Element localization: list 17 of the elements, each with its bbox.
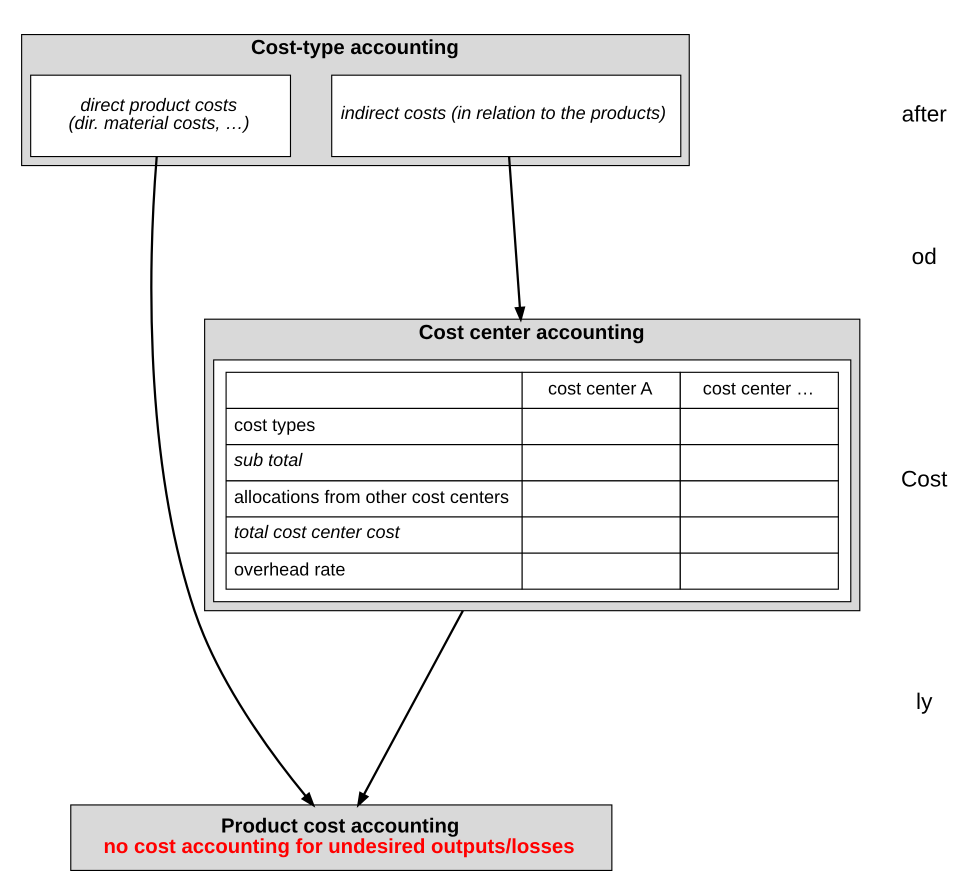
- label: after: [902, 101, 947, 126]
- label: ly: [916, 688, 932, 714]
- label: Cost: [900, 466, 948, 491]
- label: cost center …: [702, 378, 814, 398]
- label: overhead rate: [234, 558, 346, 579]
- label: cost types: [234, 414, 316, 434]
- label: total cost center cost: [234, 522, 400, 542]
- arrow: [356, 610, 464, 808]
- node-box: direct product costs (dir. material costs, …): [30, 74, 292, 157]
- label: allocations from other cost centers: [234, 486, 510, 507]
- label: sub total: [234, 449, 302, 470]
- node-box: Product cost accounting no cost accounting for undesired outputs/losses: [70, 804, 612, 871]
- arrow: [150, 156, 316, 808]
- label: od: [912, 243, 937, 268]
- node-box: indirect costs (in relation to the products): [331, 74, 682, 157]
- arrow: [508, 156, 526, 322]
- label: cost center A: [548, 378, 652, 398]
